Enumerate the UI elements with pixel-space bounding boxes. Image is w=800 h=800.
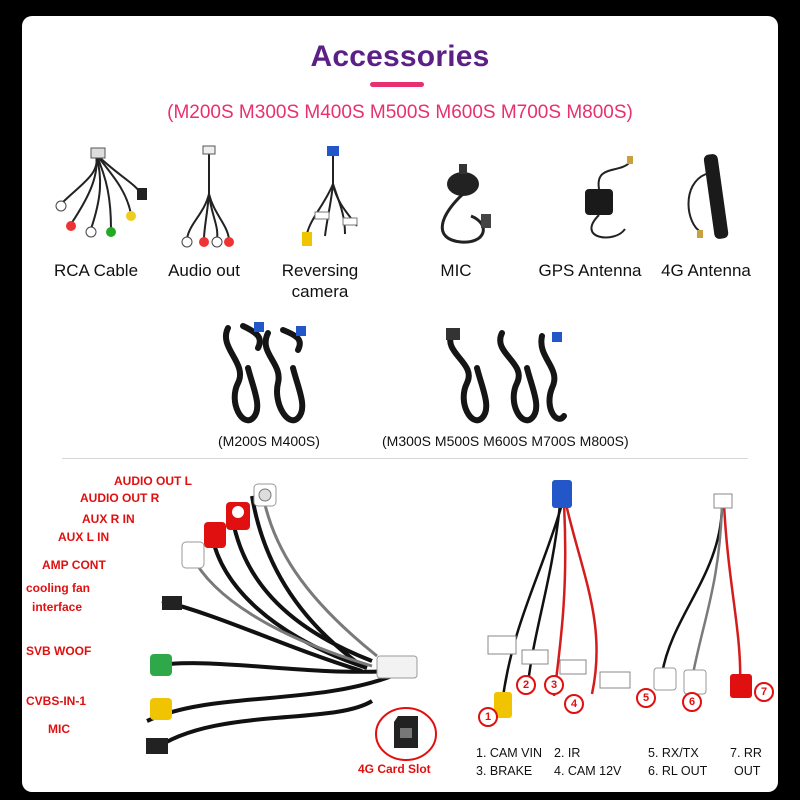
legend-item: 2. IR <box>554 746 581 760</box>
label-svb-woof: SVB WOOF <box>26 644 92 658</box>
accessory-4g-antenna: 4G Antenna <box>646 144 766 281</box>
legend-item: 6. RL OUT <box>648 764 708 778</box>
marker-6: 6 <box>682 692 702 712</box>
accessory-label: 4G Antenna <box>661 261 751 280</box>
marker-1: 1 <box>478 707 498 727</box>
label-cvbs-in-1: CVBS-IN-1 <box>26 694 87 708</box>
marker-2: 2 <box>516 675 536 695</box>
rca-cable-icon <box>55 147 147 238</box>
gps-antenna-icon <box>585 156 633 239</box>
label-cooling-fan: cooling fan <box>26 581 90 595</box>
accessories-card: Accessories (M200S M300S M400S M500S M60… <box>22 16 778 792</box>
harness-label-m200s-m400s: (M200S M400S) <box>218 433 320 449</box>
legend-item: 4. CAM 12V <box>554 764 622 778</box>
power-harness-m200s-m400s-image <box>223 322 306 424</box>
label-4g-card-slot: 4G Card Slot <box>358 762 431 776</box>
page-title: Accessories <box>310 40 490 73</box>
label-aux-r-in: AUX R IN <box>82 512 135 526</box>
accessory-label: GPS Antenna <box>538 261 642 280</box>
accessory-label: MIC <box>440 261 472 280</box>
marker-4: 4 <box>564 694 584 714</box>
harness-label-m300s-m800s: (M300S M500S M600S M700S M800S) <box>382 433 629 449</box>
legend-item: 1. CAM VIN <box>476 746 542 760</box>
label-amp-cont: AMP CONT <box>42 558 106 572</box>
legend-item: 7. RR <box>730 746 762 760</box>
legend-item: 5. RX/TX <box>648 746 699 760</box>
title-underline <box>370 82 424 87</box>
microphone-icon <box>440 164 491 244</box>
reversing-camera-cable-icon <box>302 146 358 246</box>
accessory-gps-antenna: GPS Antenna <box>530 144 650 281</box>
label-aux-l-in: AUX L IN <box>58 530 110 544</box>
label-interface: interface <box>32 600 83 614</box>
accessory-label: Reversing camera <box>281 261 359 301</box>
4g-card-slot-icon <box>375 707 437 761</box>
legend-item: OUT <box>734 764 761 778</box>
marker-3: 3 <box>544 675 564 695</box>
label-audio-out-l: AUDIO OUT L <box>114 474 192 488</box>
section-divider <box>62 458 748 459</box>
marker-7: 7 <box>754 682 774 702</box>
audio-out-cable-icon <box>181 145 234 248</box>
legend-item: 3. BRAKE <box>476 764 533 778</box>
label-mic: MIC <box>48 722 70 736</box>
power-harness-m300s-m800s-image <box>446 328 567 424</box>
accessory-label: Audio out <box>168 261 240 280</box>
accessory-mic: MIC <box>396 144 516 281</box>
4g-antenna-icon <box>687 154 729 239</box>
accessory-label: RCA Cable <box>53 261 139 280</box>
marker-5: 5 <box>636 688 656 708</box>
label-audio-out-r: AUDIO OUT R <box>80 491 160 505</box>
rca-diagram-cables <box>146 483 418 754</box>
model-list-subtitle: (M200S M300S M400S M500S M600S M700S M80… <box>167 102 633 123</box>
accessory-reversing-camera: Reversing camera <box>260 144 380 302</box>
accessory-rca-cable: RCA Cable <box>36 144 156 281</box>
accessory-audio-out: Audio out <box>144 144 264 281</box>
camera-harness-diagram <box>487 480 752 718</box>
